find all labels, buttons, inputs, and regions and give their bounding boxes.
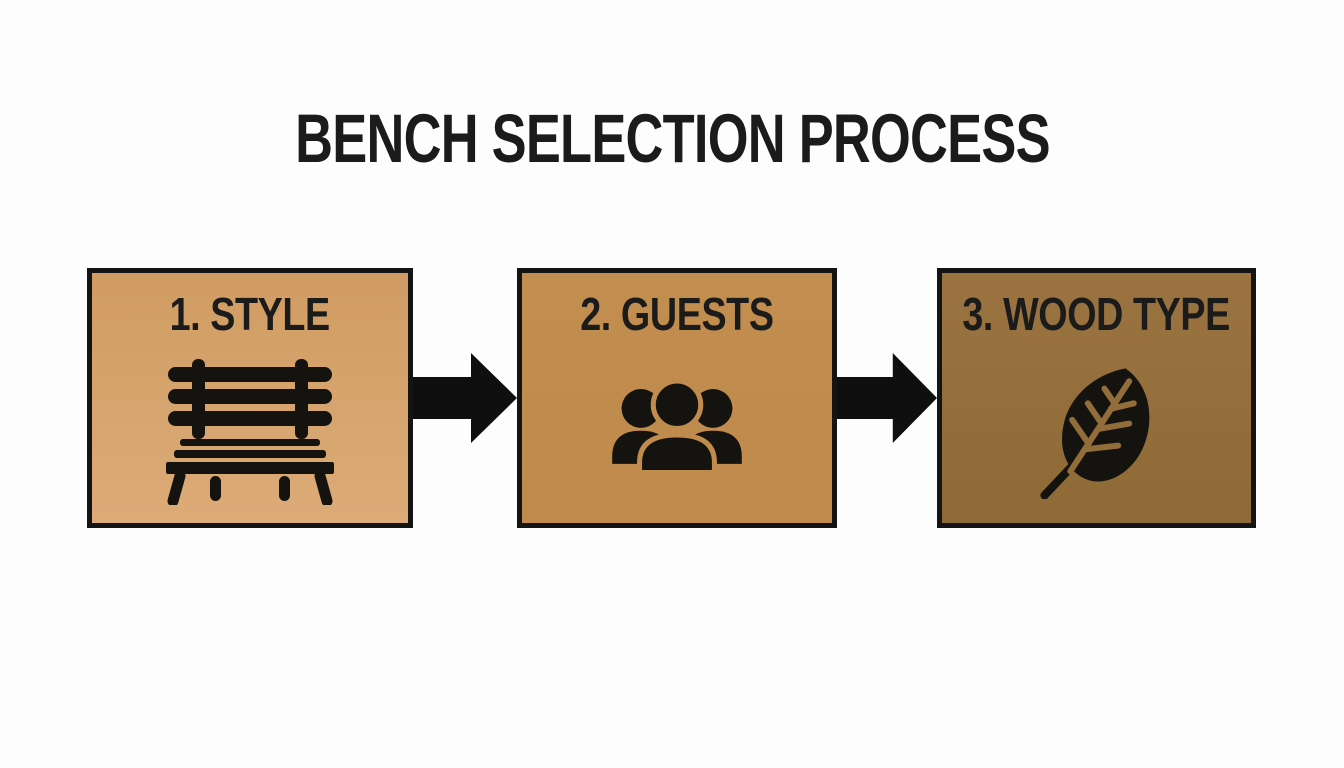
step-label-style: 1. STYLE [169,288,331,340]
leaf-icon [1039,368,1149,499]
step-box-wood-type: 3. WOOD TYPE [937,268,1256,528]
step-icon-wrap [942,337,1251,523]
step-label-guests: 2. GUESTS [580,288,774,340]
step-box-style: 1. STYLE [87,268,413,528]
bench-icon [166,359,334,505]
step-icon-wrap [522,337,832,523]
flow-arrow-right-icon [413,350,517,446]
step-icon-wrap [92,337,408,523]
step-box-guests: 2. GUESTS [517,268,837,528]
flow-arrow-right-icon [837,350,937,446]
page-title: BENCH SELECTION PROCESS [0,104,1344,173]
page-title-text: BENCH SELECTION PROCESS [294,100,1050,177]
people-icon [612,378,742,475]
step-label-wood-type: 3. WOOD TYPE [962,288,1231,340]
